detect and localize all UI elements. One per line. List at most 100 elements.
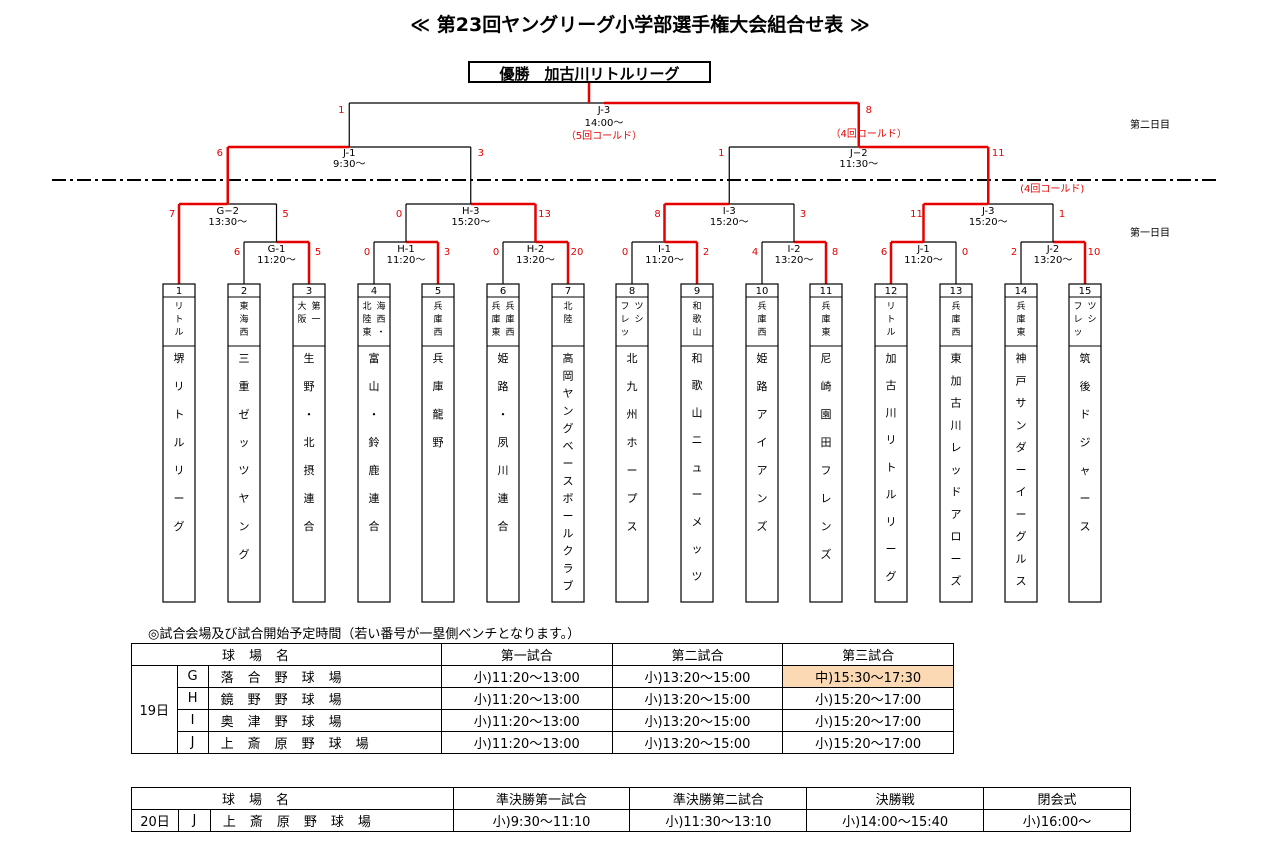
team-name: 園 — [821, 408, 832, 421]
team-region: ッ — [620, 328, 629, 338]
team-name: リ — [886, 434, 897, 447]
team-name: ー — [1016, 508, 1027, 521]
team-name: 鈴 — [369, 435, 380, 449]
team-name: ズ — [821, 547, 832, 561]
score-left: 6 — [234, 247, 240, 258]
team-name: グ — [563, 421, 574, 435]
team-region: 庫 — [757, 313, 766, 325]
game-time: 小)15:20〜17:00 — [782, 709, 954, 732]
team-box — [1004, 283, 1038, 603]
team-name: ヤ — [239, 492, 250, 505]
team-name: 姫 — [498, 351, 509, 365]
game-time: 小)15:20〜17:00 — [782, 731, 954, 754]
team-name: ス — [1080, 520, 1091, 533]
team-region: ツ — [634, 302, 643, 312]
team-region: ツ — [1087, 302, 1096, 312]
team-name: 鹿 — [369, 463, 380, 477]
team-name: 堺 — [174, 352, 185, 365]
team-region: 西 — [505, 327, 514, 338]
team-name: 合 — [304, 519, 315, 533]
team-box — [809, 283, 843, 603]
team-name: イ — [1016, 486, 1027, 499]
team-name: 加 — [886, 352, 897, 365]
team-name: ブ — [563, 579, 574, 593]
score-right: 2 — [703, 247, 709, 258]
team-region: 兵 — [951, 300, 960, 312]
game-time: 小)13:20〜15:00 — [611, 687, 784, 710]
team-region: 西 — [951, 327, 960, 338]
schedule-table-day2: 球場名 準決勝第一試合 準決勝第二試合 決勝戦 閉会式 20日 J 上斎原野球場… — [131, 787, 1131, 832]
score-left: 8 — [654, 209, 660, 220]
header-game1: 第一試合 — [440, 643, 613, 666]
team-name: ツ — [692, 570, 703, 583]
match-time: 11:20〜 — [904, 255, 943, 266]
team-region: 兵 — [821, 300, 830, 312]
team-name: ン — [563, 405, 574, 418]
team-name: リ — [174, 464, 185, 477]
team-region: 陸 — [362, 313, 371, 325]
team-name: 野 — [433, 436, 444, 449]
quarterfinal-match: G−2 — [217, 206, 240, 217]
final-match: J-3 — [597, 105, 611, 116]
match-time: 11:20〜 — [645, 255, 684, 266]
team-name: ク — [563, 545, 574, 558]
team-region: 庫 — [951, 313, 960, 325]
team-name: 尼 — [821, 352, 832, 365]
match-time: 11:20〜 — [387, 255, 426, 266]
match-time: 13:20〜 — [516, 255, 555, 266]
team-region: 西 — [376, 314, 385, 325]
team-name: ・ — [498, 408, 509, 421]
team-name: 北 — [627, 352, 638, 365]
team-number: 5 — [435, 286, 441, 297]
team-name: ー — [627, 464, 638, 477]
schedule-table-day1: 球場名 第一試合 第二試合 第三試合 19日 G 落合野球場 小)11:20〜1… — [131, 643, 954, 754]
team-name: 重 — [239, 379, 250, 393]
team-name: ロ — [951, 530, 962, 543]
game-time: 小)13:20〜15:00 — [611, 731, 784, 754]
team-name: ル — [1016, 552, 1027, 565]
venue-code: J — [176, 731, 209, 754]
team-name: ボ — [563, 492, 574, 505]
team-name: 神 — [1016, 351, 1027, 365]
team-name: ア — [951, 508, 962, 521]
team-region: 庫 — [821, 313, 830, 325]
venue-name: 鏡野野球場 — [207, 687, 442, 710]
quarterfinal-match: J-3 — [981, 206, 995, 217]
team-region: 庫 — [491, 313, 500, 325]
team-name: ヤ — [563, 387, 574, 400]
team-name: 川 — [498, 464, 509, 477]
team-number: 11 — [820, 286, 833, 297]
team-box — [421, 283, 455, 603]
round1-match: G-1 — [268, 244, 286, 255]
team-region: リ — [886, 302, 895, 312]
team-region: 兵 — [433, 300, 442, 312]
team-region: 北 — [563, 301, 572, 312]
team-name: 北 — [304, 436, 315, 449]
team-name: 兵 — [433, 352, 444, 365]
team-name: 和 — [692, 352, 703, 365]
score-left: 0 — [493, 247, 499, 258]
team-name: ー — [563, 510, 574, 523]
team-name: 生 — [304, 351, 315, 365]
team-box — [227, 283, 261, 603]
header-venue: 球場名 — [131, 787, 454, 810]
team-region: ル — [174, 328, 183, 338]
round1-match: I-1 — [658, 244, 671, 255]
team-region: 東 — [362, 326, 371, 338]
team-name: 加 — [951, 374, 962, 387]
team-region: 兵 — [491, 300, 500, 312]
team-name: ス — [627, 520, 638, 533]
game-time: 小)11:20〜13:00 — [440, 709, 613, 732]
team-name: ・ — [369, 408, 380, 421]
team-region: 第 — [311, 300, 320, 312]
round1-match: J-1 — [916, 244, 930, 255]
team-region: 和 — [692, 301, 701, 312]
team-number: 14 — [1015, 286, 1028, 297]
game-time-highlight: 中)15:30〜17:30 — [782, 665, 954, 688]
team-number: 1 — [176, 286, 182, 297]
game-time: 小)13:20〜15:00 — [611, 709, 784, 732]
venue-name: 上斎原野球場 — [207, 731, 442, 754]
team-name: ダ — [1016, 440, 1027, 454]
team-name: グ — [886, 569, 897, 583]
team-region: ・ — [376, 328, 385, 338]
